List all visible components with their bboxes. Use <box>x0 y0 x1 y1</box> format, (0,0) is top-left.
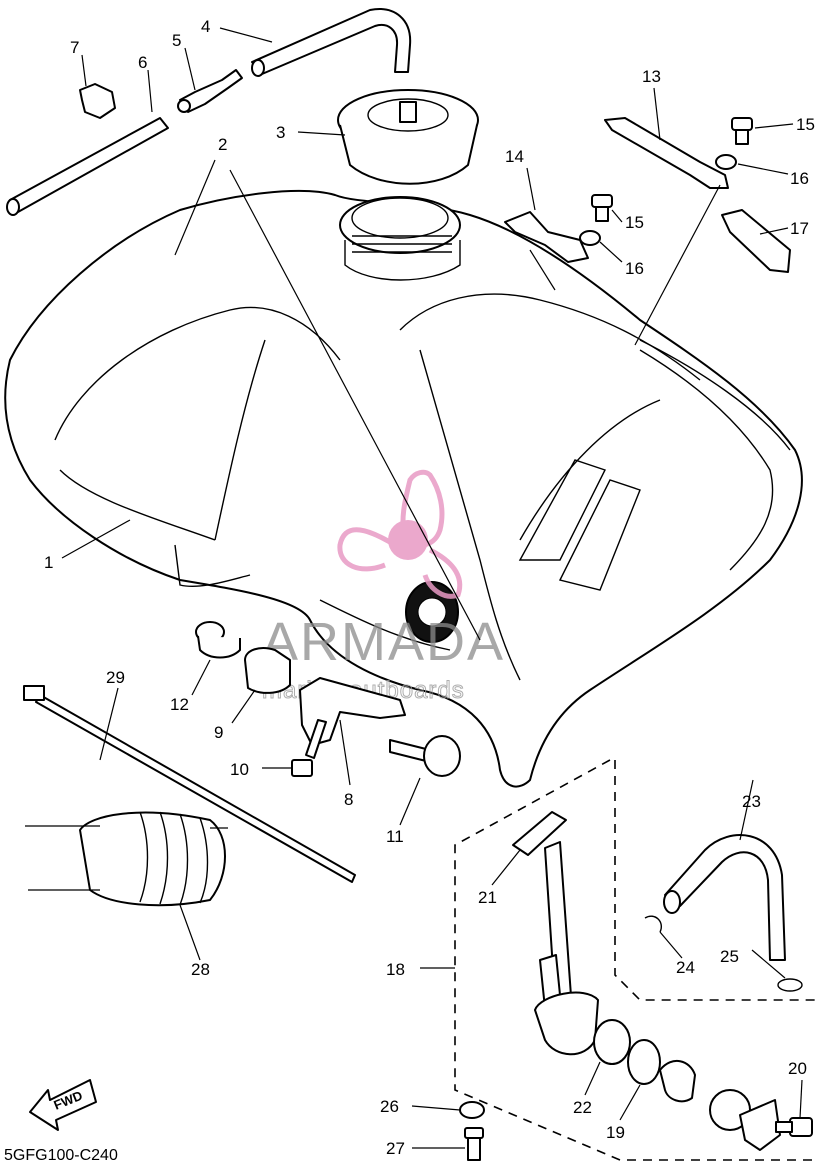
callout-29: 29 <box>106 668 125 687</box>
part-10-bolt <box>291 719 327 777</box>
fuel-cock-assembly <box>454 759 818 1161</box>
callout-5: 5 <box>172 31 181 50</box>
part-3-cap <box>337 89 479 185</box>
callout-17: 17 <box>790 219 809 238</box>
part-26-washer <box>459 1101 485 1119</box>
callout-23: 23 <box>742 792 761 811</box>
part-7-clip <box>79 83 116 119</box>
callout-1: 1 <box>44 553 53 572</box>
callout-3: 3 <box>276 123 285 142</box>
callout-10: 10 <box>230 760 249 779</box>
callout-2: 2 <box>218 135 227 154</box>
callout-21: 21 <box>478 888 497 907</box>
fwd-arrow-icon: FWD <box>29 1079 97 1131</box>
part-15-bolt-b <box>731 117 753 145</box>
callout-24: 24 <box>676 958 695 977</box>
part-15-bolt-a <box>591 194 613 222</box>
callout-16-upper: 16 <box>790 169 809 188</box>
callout-16-lower: 16 <box>625 259 644 278</box>
callout-9: 9 <box>214 723 223 742</box>
part-12-grommet <box>195 621 241 659</box>
callouts: 1 2 3 4 5 6 7 8 9 10 11 12 13 14 15 15 1… <box>44 17 815 1158</box>
callout-19: 19 <box>606 1123 625 1142</box>
part-17-bracket <box>721 209 791 273</box>
part-5-joint <box>177 69 243 113</box>
callout-15-lower: 15 <box>625 213 644 232</box>
part-13-bracket <box>604 117 729 189</box>
callout-27: 27 <box>386 1139 405 1158</box>
part-28-boot <box>25 811 228 907</box>
part-9-damper <box>244 647 291 694</box>
watermark-brand: ARMADA <box>262 612 505 672</box>
part-24-clamp <box>644 915 662 933</box>
part-27-screw <box>464 1127 484 1161</box>
callout-7: 7 <box>70 38 79 57</box>
part-11-bolt <box>389 735 461 777</box>
fuel-tank <box>4 190 803 788</box>
callout-25: 25 <box>720 947 739 966</box>
callout-20: 20 <box>788 1059 807 1078</box>
part-16-washer-a <box>579 230 601 246</box>
callout-18: 18 <box>386 960 405 979</box>
armada-logo-icon <box>337 469 463 599</box>
part-23-hose <box>663 834 786 961</box>
callout-28: 28 <box>191 960 210 979</box>
callout-15-upper: 15 <box>796 115 815 134</box>
callout-6: 6 <box>138 53 147 72</box>
part-6-pipe <box>6 117 169 216</box>
callout-8: 8 <box>344 790 353 809</box>
callout-13: 13 <box>642 67 661 86</box>
part-8-bracket <box>299 677 406 746</box>
diagram-code: 5GFG100-C240 <box>4 1147 118 1164</box>
callout-26: 26 <box>380 1097 399 1116</box>
callout-14: 14 <box>505 147 524 166</box>
part-16-washer-b <box>715 154 737 170</box>
part-25-clamp <box>777 978 803 992</box>
part-29-cable-tie <box>23 685 356 883</box>
leader-lines <box>61 27 803 1149</box>
callout-12: 12 <box>170 695 189 714</box>
part-20-screw <box>775 1117 813 1137</box>
callout-4: 4 <box>201 17 210 36</box>
callout-11: 11 <box>386 827 404 846</box>
callout-22: 22 <box>573 1098 592 1117</box>
part-14-bracket <box>504 211 589 263</box>
part-4-hose <box>251 8 412 77</box>
